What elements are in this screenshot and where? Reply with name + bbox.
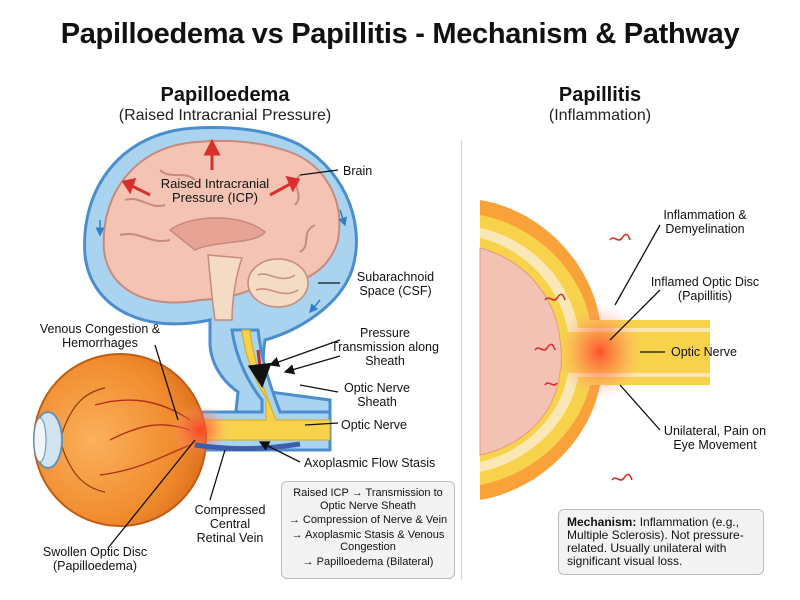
pathway-step-3: → Axoplasmic Stasis & Venous Congestion	[291, 528, 445, 554]
pathway-step-4: → Papilloedema (Bilateral)	[302, 555, 434, 568]
brain-illustration	[102, 139, 341, 321]
label-inflammation-demyelination: Inflammation & Demyelination	[663, 208, 747, 236]
papillitis-mechanism-box: Mechanism: Inflammation (e.g., Multiple …	[558, 509, 764, 575]
label-venous-congestion: Venous Congestion & Hemorrhages	[39, 322, 161, 350]
label-swollen-optic-disc: Swollen Optic Disc (Papilloedema)	[42, 545, 148, 573]
right-leader-lines	[609, 224, 665, 431]
papilloedema-pathway-box: Raised ICP → Transmission to Optic Nerve…	[281, 481, 455, 579]
pathway-step-1: Raised ICP → Transmission to Optic Nerve…	[293, 487, 443, 512]
papilloedema-subtitle: (Raised Intracranial Pressure)	[118, 107, 332, 124]
mechanism-label: Mechanism:	[567, 515, 637, 529]
label-subarachnoid-space: Subarachnoid Space (CSF)	[356, 270, 435, 298]
main-title: Papilloedema vs Papillitis - Mechanism &…	[60, 18, 740, 50]
label-optic-nerve-sheath: Optic Nerve Sheath	[344, 381, 410, 409]
pathway-step-2: → Compression of Nerve & Vein	[288, 514, 448, 526]
icp-arrows	[121, 138, 301, 197]
label-unilateral-pain: Unilateral, Pain on Eye Movement	[663, 424, 767, 452]
papillitis-title: Papillitis	[558, 84, 642, 106]
mechanism-text: Mechanism: Inflammation (e.g., Multiple …	[559, 510, 763, 574]
papillitis-illustration	[479, 200, 710, 500]
label-optic-nerve-left: Optic Nerve	[341, 418, 407, 432]
label-compressed-vein: Compressed Central Retinal Vein	[194, 503, 266, 545]
label-brain: Brain	[343, 164, 373, 178]
label-pressure-transmission: Pressure Transmission along Sheath	[331, 326, 439, 368]
label-inflamed-optic-disc: Inflamed Optic Disc (Papillitis)	[650, 275, 760, 303]
eye-illustration	[33, 353, 230, 527]
label-raised-icp: Raised Intracranial Pressure (ICP)	[160, 176, 270, 205]
label-axoplasmic-flow-stasis: Axoplasmic Flow Stasis	[304, 456, 436, 470]
mechanism-description: Inflammation (e.g., Multiple Sclerosis).…	[567, 515, 744, 568]
left-leader-lines	[107, 169, 341, 549]
csf-flow-arrows	[95, 209, 347, 314]
label-optic-nerve-right: Optic Nerve	[671, 345, 737, 359]
panel-divider	[461, 140, 462, 580]
papilloedema-title: Papilloedema	[160, 84, 290, 106]
papillitis-subtitle: (Inflammation)	[548, 107, 652, 124]
central-retinal-vein	[194, 441, 301, 452]
